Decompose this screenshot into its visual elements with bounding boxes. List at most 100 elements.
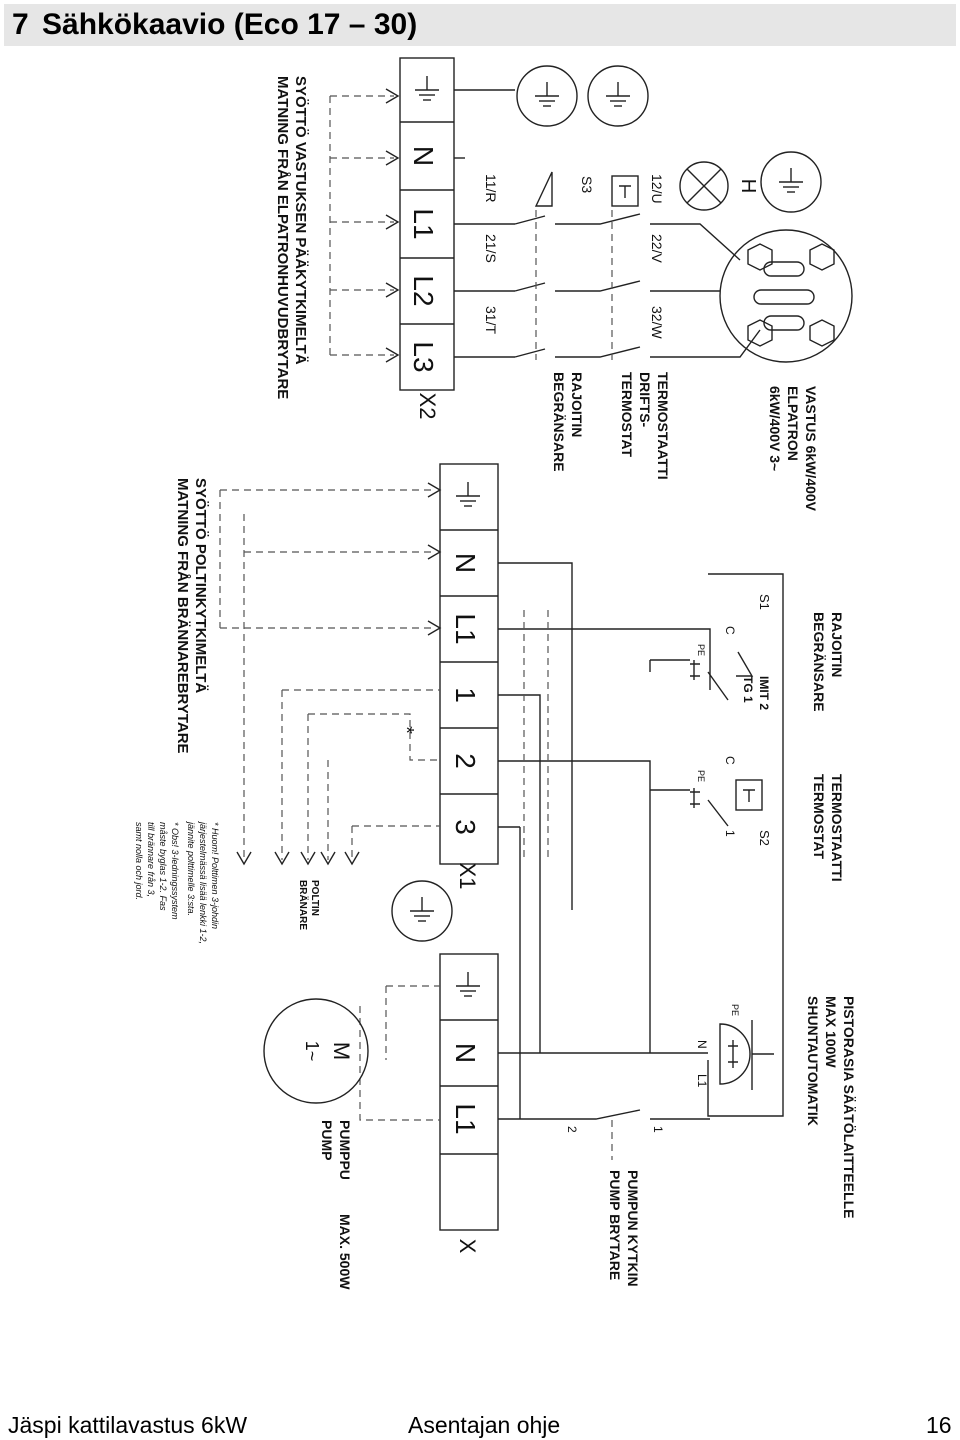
limiter-mid-2: BEGRÄNSARE: [811, 612, 827, 712]
pump-switch-1: PUMPUN KYTKIN: [625, 1170, 641, 1287]
footer-page-number: 16: [926, 1412, 952, 1438]
limiter-s1-icon: [690, 651, 754, 701]
thermostat-s2-icon: [690, 779, 763, 827]
tg1-label: TG 1: [741, 676, 755, 703]
thermostat-top-2: DRIFTS-: [637, 372, 653, 428]
s2-one-label: 1: [723, 830, 737, 837]
motor-label: M: [329, 1042, 354, 1060]
x2-terminal-l2: L2: [408, 275, 439, 306]
s3-label: S3: [579, 176, 595, 193]
contact-32w: 32/W: [649, 306, 665, 339]
x2-supply-lines: [329, 88, 400, 363]
ground-circle-3: [760, 151, 822, 213]
footnote: * Huom! Polttimen 3-johdin järjestelmäss…: [134, 821, 220, 944]
section-title: Sähkökaavio (Eco 17 – 30): [42, 8, 418, 41]
section-number: 7: [12, 8, 29, 41]
x2-terminal-block: N L1 L2 L3: [399, 57, 455, 391]
socket-pin-l1: L1: [695, 1074, 709, 1088]
x-label: X: [455, 1239, 480, 1254]
socket-text-2: MAX 100W: [823, 996, 839, 1068]
s1-label: S1: [757, 594, 772, 610]
note-fi-3: jännite polttimelle 3:sta.: [186, 821, 196, 916]
jumper-star: *: [395, 726, 417, 734]
x1-terminal-1: 1: [450, 687, 481, 703]
x1-supply-lines: [219, 482, 442, 866]
footer-doc: Asentajan ohje: [408, 1412, 561, 1438]
socket-icon: [719, 1020, 774, 1090]
thermostat-icon: [611, 175, 639, 207]
x2-terminal-n: N: [408, 146, 439, 166]
limiter-mid-1: RAJOITIN: [829, 612, 845, 677]
x1-terminal-block: N L1 1 2 3: [439, 463, 499, 865]
supply-heater-sv: MATNING FRÅN ELPATRONHUVUDBRYTARE: [274, 76, 291, 399]
burner-fi: POLTIN: [309, 880, 320, 916]
x1-terminal-l1: L1: [450, 613, 481, 644]
x2-terminal-l3: L3: [408, 341, 439, 372]
contact-12u: 12/U: [649, 174, 665, 204]
heater-text-1: VASTUS 6kW/400V: [803, 386, 819, 512]
note-sv-4: samt nolla och jord.: [134, 822, 144, 900]
limiter-top-2: BEGRÄNSARE: [551, 372, 567, 472]
ground-icon: [415, 76, 439, 101]
note-sv-2: måste byglas 1-2. Fas: [158, 822, 168, 911]
pump-switch-pin-2: 2: [565, 1126, 579, 1133]
contact-31t: 31/T: [483, 306, 499, 334]
s2-pe-label: PE: [696, 770, 706, 782]
pump-switch-pin-1: 1: [651, 1126, 665, 1133]
thermostat-mid-1: TERMOSTAATTI: [829, 774, 845, 882]
note-fi-1: * Huom! Polttimen 3-johdin: [210, 822, 220, 929]
contactor-switches: [514, 210, 761, 360]
socket-text-1: PISTORASIA SÄÄTÖLAITTEELLE: [841, 996, 857, 1218]
x1-terminal-2: 2: [450, 753, 481, 769]
pump-wires: [359, 790, 710, 1160]
supply-burner-sv: MATNING FRÅN BRÄNNAREBRYTARE: [174, 478, 191, 754]
x1-terminal-3: 3: [450, 819, 481, 835]
pump-max: MAX. 500W: [337, 1214, 353, 1290]
thermostat-top-1: TERMOSTAATTI: [655, 372, 671, 480]
x1-label: X1: [455, 863, 480, 890]
limiter-top-1: RAJOITIN: [569, 372, 585, 437]
x1-wires: [498, 562, 711, 1040]
s1-pe-label: PE: [696, 644, 706, 656]
pump-fi: PUMPPU: [337, 1120, 353, 1180]
ground-icon: [456, 482, 480, 507]
x-terminal-block: N L1: [439, 953, 499, 1231]
x-terminal-l1: L1: [450, 1103, 481, 1134]
x2-wires: [454, 89, 515, 358]
lamp-label: H: [737, 179, 759, 193]
motor-phase: 1~: [302, 1041, 322, 1062]
lamp-icon: [679, 161, 729, 211]
footer-product: Jäspi kattilavastus 6kW: [8, 1412, 248, 1438]
heater-text-2: ELPATRON: [785, 386, 801, 461]
ground-circle-4: [391, 880, 453, 942]
contact-21s: 21/S: [483, 234, 499, 263]
motor-icon: [263, 998, 369, 1104]
ground-circle-1: [516, 65, 578, 127]
contact-22v: 22/V: [649, 234, 665, 263]
limit2-label: IMIT 2: [757, 676, 771, 710]
heater-text-3: 6kW/400V 3~: [767, 386, 783, 471]
heater-element: [719, 229, 853, 363]
thermostat-mid-2: TERMOSTAT: [811, 774, 827, 859]
s2-label: S2: [757, 830, 772, 846]
section-header: 7 Sähkökaavio (Eco 17 – 30): [4, 4, 956, 46]
controls-frame: [707, 573, 784, 1117]
socket-pin-n: N: [695, 1040, 709, 1049]
supply-burner-fi: SYÖTTÖ POLTINKYTKIMELTÄ: [192, 478, 209, 693]
socket-pin-pe: PE: [730, 1004, 740, 1016]
ground-circle-2: [587, 65, 649, 127]
x2-label: X2: [415, 393, 440, 420]
note-fi-2: järjestelmässä lisää lenkki 1-2,: [198, 821, 208, 944]
x-terminal-n: N: [450, 1043, 481, 1063]
x2-terminal-l1: L1: [408, 208, 439, 239]
s2-c-label: C: [723, 756, 737, 765]
burner-sv: BRÄNARE: [297, 880, 310, 930]
note-sv-3: till brännare från 3,: [146, 822, 156, 897]
pump-sv: PUMP: [319, 1120, 335, 1160]
limiter-s3-icon: [534, 171, 553, 207]
supply-heater-fi: SYÖTTÖ VASTUKSEN PÄÄKYTKIMELTÄ: [292, 76, 309, 365]
pump-switch-2: PUMP BRYTARE: [607, 1170, 623, 1280]
socket-text-3: SHUNTAUTOMATIK: [805, 996, 821, 1126]
note-sv-1: * Obs! 3-ledningssystem: [170, 822, 180, 920]
